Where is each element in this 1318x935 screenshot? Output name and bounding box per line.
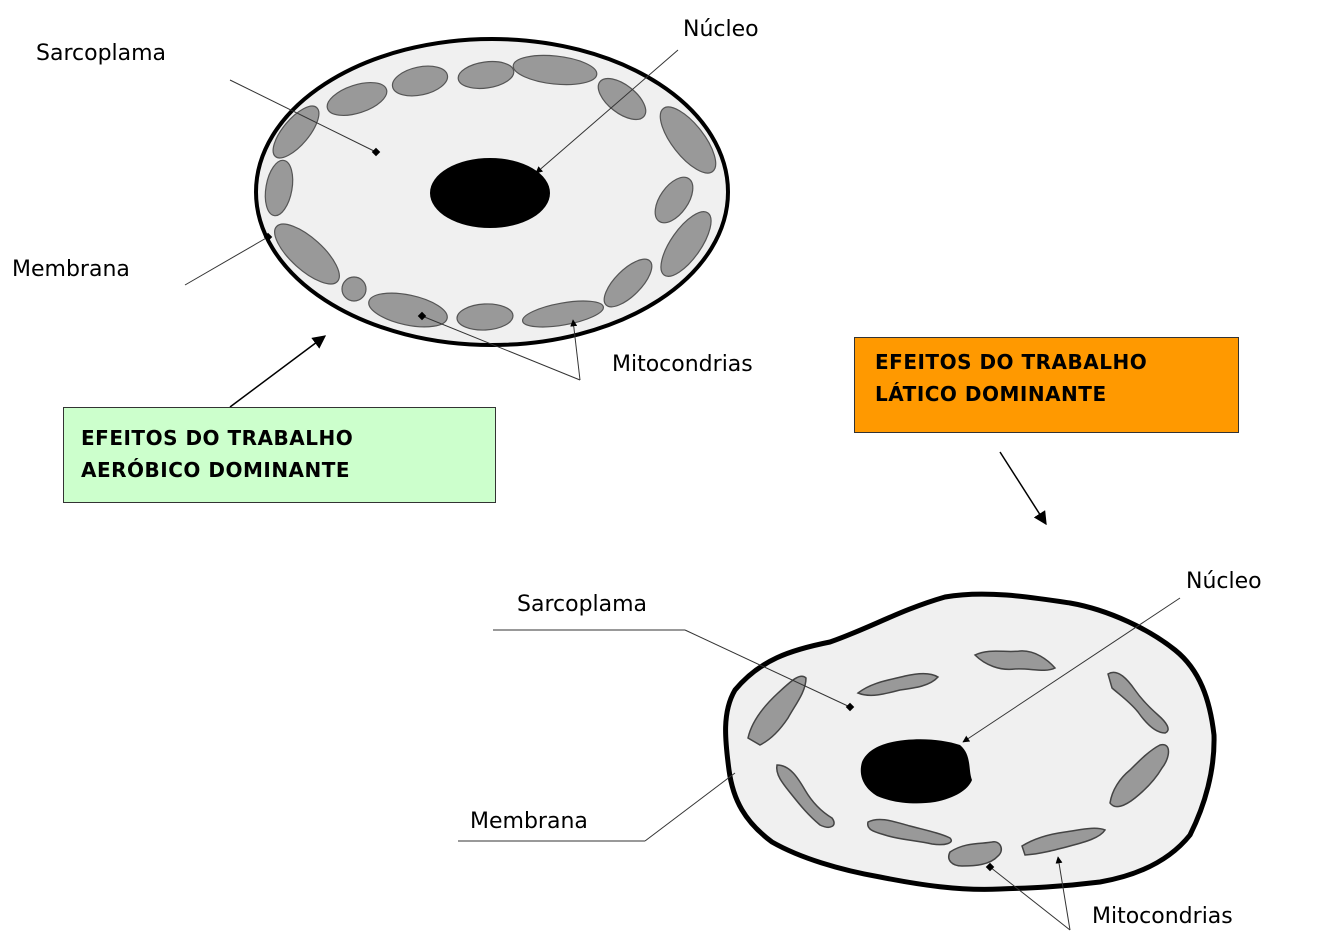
aerobic-nucleus <box>430 158 550 228</box>
membrane-leader <box>645 773 735 841</box>
lactic-effects-box: EFEITOS DO TRABALHO LÁTICO DOMINANTE <box>854 337 1239 433</box>
lactic-nucleus <box>861 739 972 803</box>
aerobic-sarcoplasm-label: Sarcoplama <box>36 43 166 65</box>
lactic-sarcoplasm-label: Sarcoplama <box>517 594 647 616</box>
lactic-membrane-label: Membrana <box>470 811 588 833</box>
lactic-box-line1: EFEITOS DO TRABALHO <box>875 346 1238 378</box>
aerobic-box-line1: EFEITOS DO TRABALHO <box>81 422 495 454</box>
aerobic-mitochondria-label: Mitocondrias <box>612 354 753 376</box>
aerobic-box-arrow <box>230 336 325 407</box>
lactic-cell <box>458 452 1214 930</box>
aerobic-box-line2: AERÓBICO DOMINANTE <box>81 454 495 486</box>
aerobic-membrane-label: Membrana <box>12 259 130 281</box>
membrane-leader <box>185 237 268 285</box>
lactic-box-arrow <box>1000 452 1046 524</box>
mitochondrion <box>342 277 366 301</box>
lactic-nucleus-label: Núcleo <box>1186 571 1262 593</box>
lactic-box-line2: LÁTICO DOMINANTE <box>875 378 1238 410</box>
aerobic-nucleus-label: Núcleo <box>683 19 759 41</box>
lactic-mitochondria-label: Mitocondrias <box>1092 906 1233 928</box>
aerobic-effects-box: EFEITOS DO TRABALHO AERÓBICO DOMINANTE <box>63 407 496 503</box>
